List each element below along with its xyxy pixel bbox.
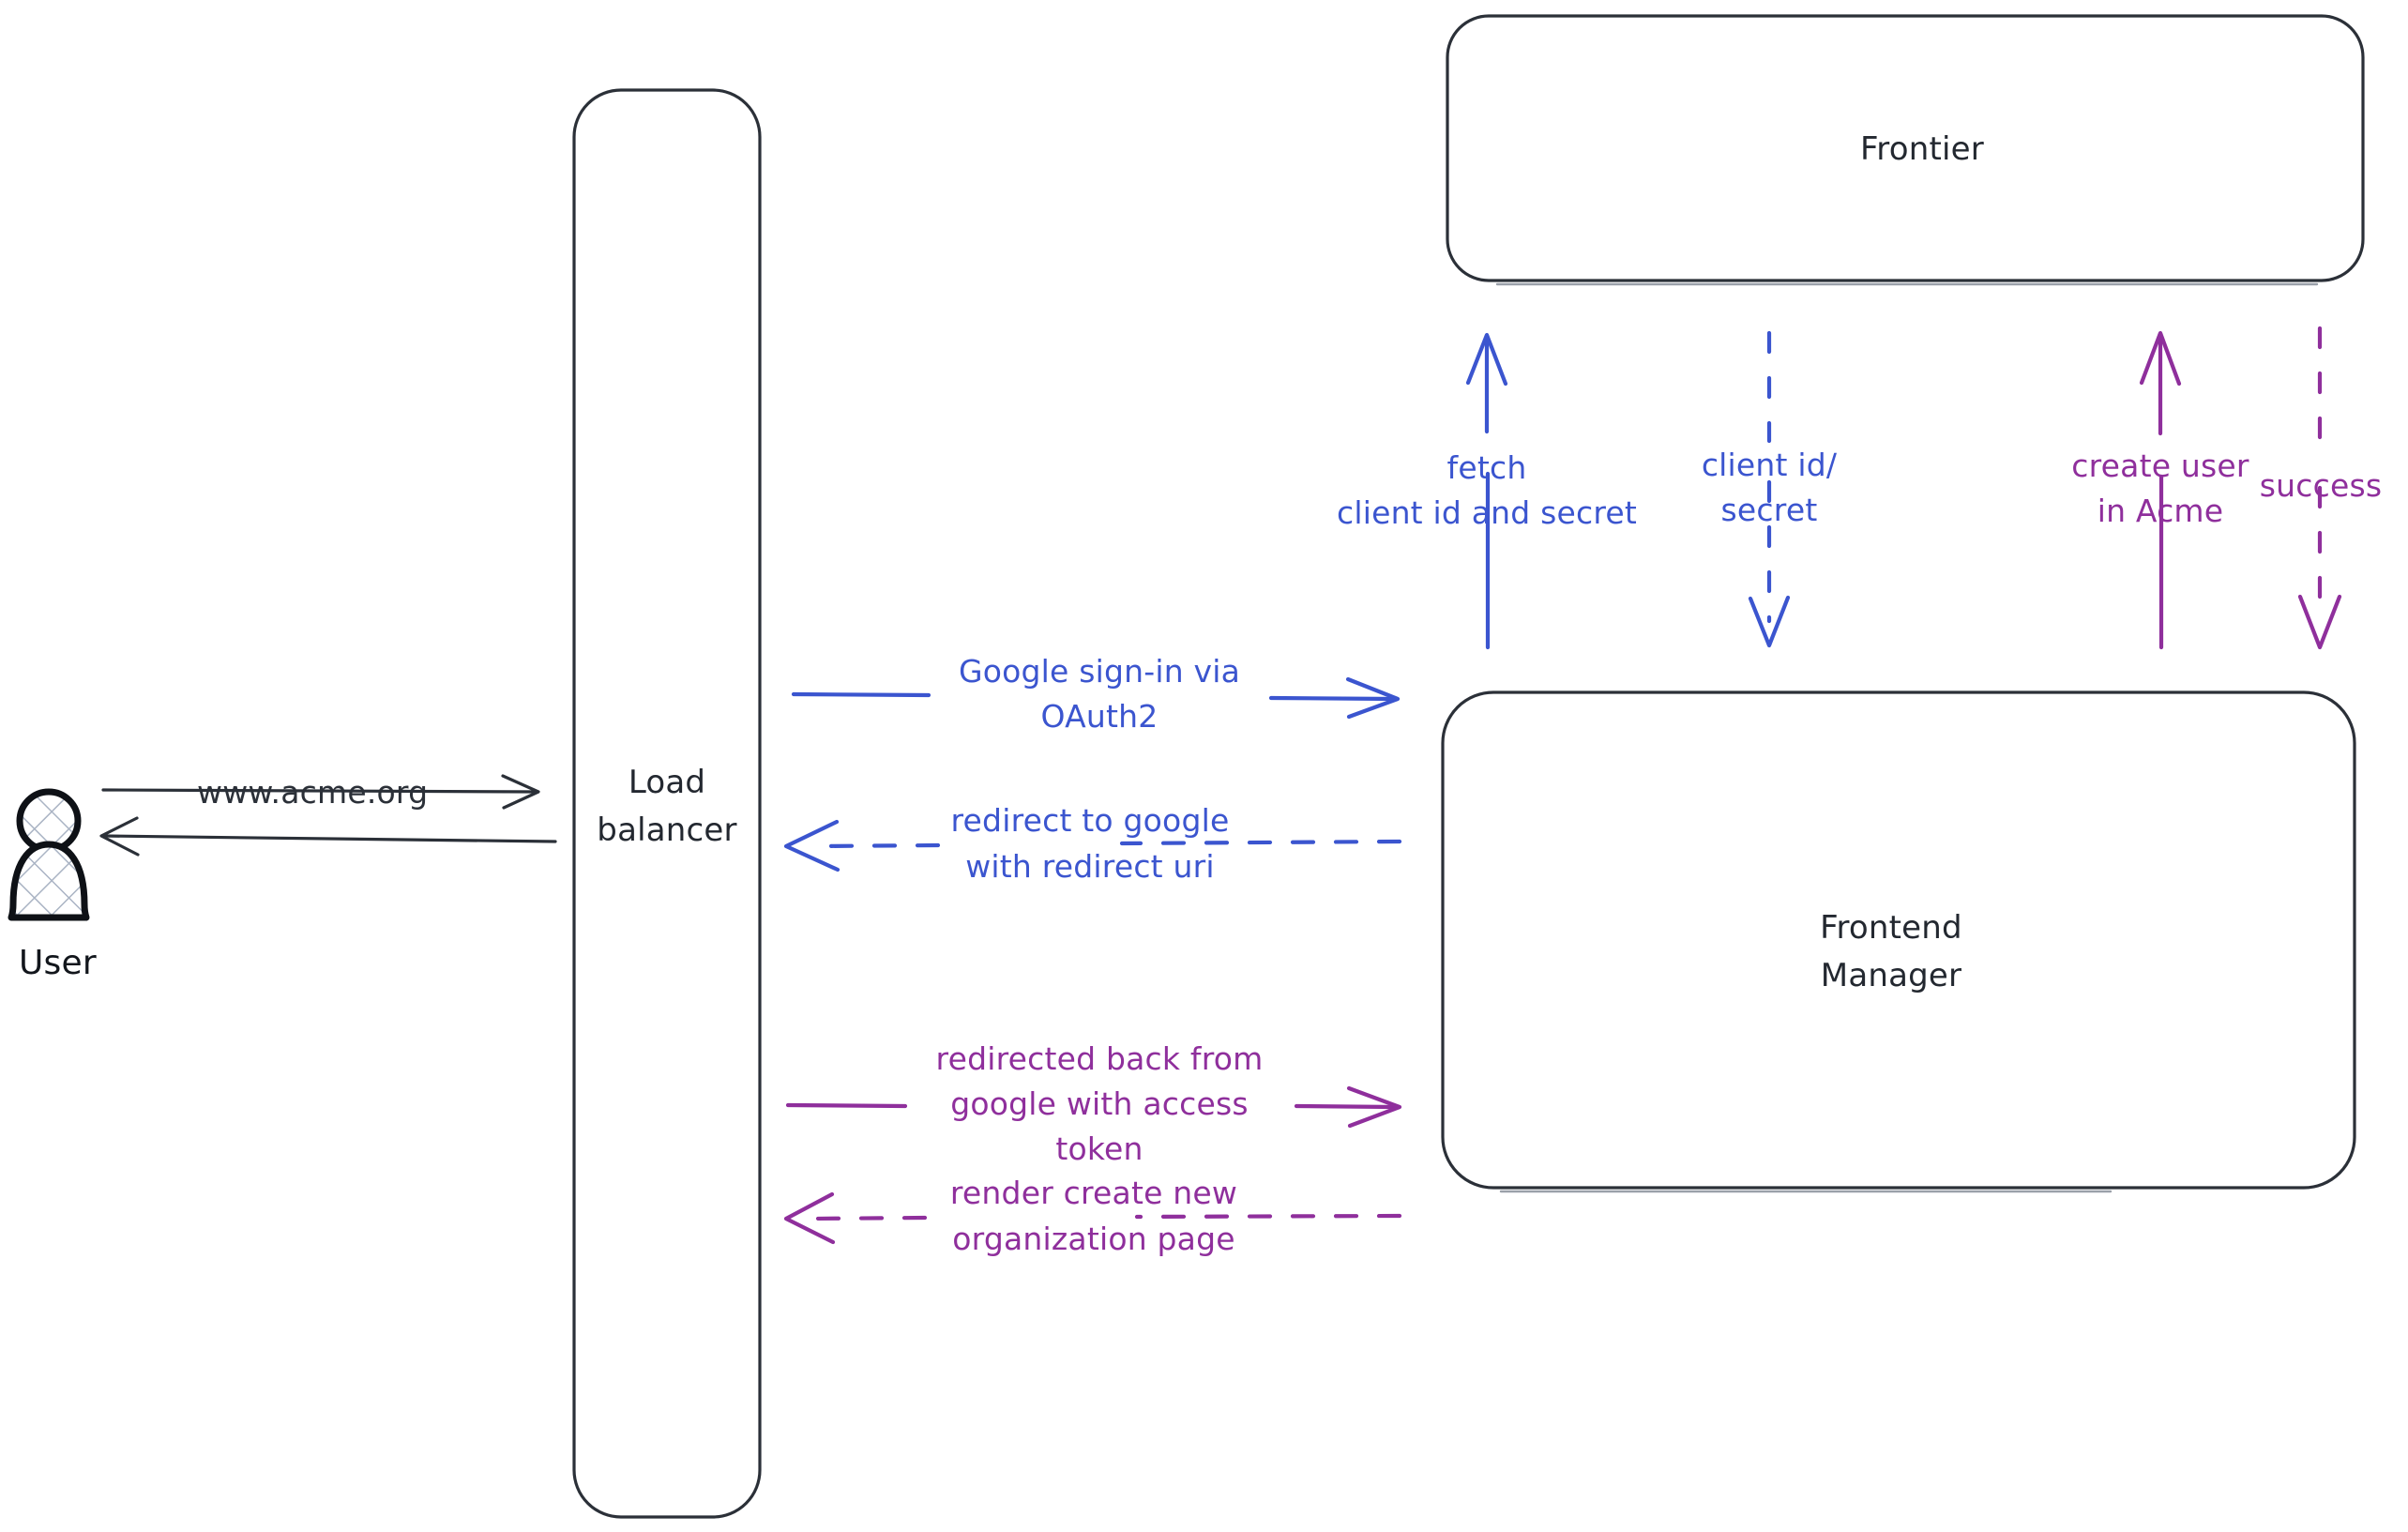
edge-label-create-user-line2: in Acme xyxy=(2098,493,2224,529)
edge-label-token-line3: token xyxy=(1055,1130,1143,1167)
edge-label-token-line1: redirected back from xyxy=(936,1040,1264,1077)
edge-fm-to-lb-render xyxy=(783,1191,1402,1245)
node-frontend-manager-label-line1: Frontend xyxy=(1820,909,1962,947)
edge-label-token-line2: google with access xyxy=(950,1085,1249,1122)
edge-label-render-line2: organization page xyxy=(952,1221,1235,1257)
actor-user-label: User xyxy=(19,944,97,982)
edge-label-fetch-line1: fetch xyxy=(1447,449,1527,486)
edge-label-create-user-line1: create user xyxy=(2071,447,2249,484)
node-frontier-label: Frontier xyxy=(1860,130,1984,168)
edge-lb-to-user xyxy=(99,816,557,857)
edge-label-credentials-line1: client id/ xyxy=(1702,447,1838,483)
node-load-balancer-label-line1: Load xyxy=(629,764,705,801)
edge-lb-to-fm-signin xyxy=(791,676,1401,720)
node-load-balancer-label-line2: balancer xyxy=(597,812,736,849)
user-icon xyxy=(8,788,90,921)
node-load-balancer[interactable] xyxy=(572,88,762,1519)
node-frontier[interactable] xyxy=(1446,14,2365,286)
edge-label-fetch-line2: client id and secret xyxy=(1337,494,1637,531)
edge-label-redirect-line2: with redirect uri xyxy=(965,848,1215,885)
edge-label-signin-line1: Google sign-in via xyxy=(959,653,1240,690)
edge-frontier-to-fm-success xyxy=(2297,326,2342,650)
edge-frontier-to-fm-credentials xyxy=(1748,330,1791,648)
node-frontend-manager[interactable] xyxy=(1441,690,2356,1193)
edge-label-credentials-line2: secret xyxy=(1721,492,1818,528)
edge-label-success: success xyxy=(2260,467,2382,504)
edge-label-user-to-lb: www.acme.org xyxy=(197,774,428,811)
edge-label-render-line1: render create new xyxy=(950,1175,1237,1211)
edge-label-redirect-line1: redirect to google xyxy=(951,802,1230,839)
edge-lb-to-fm-token xyxy=(785,1085,1402,1129)
edge-fm-to-frontier-fetch xyxy=(1465,332,1508,650)
actor-user: User xyxy=(8,788,97,982)
edge-label-signin-line2: OAuth2 xyxy=(1041,698,1159,735)
node-frontend-manager-label-line2: Manager xyxy=(1821,957,1961,994)
edge-fm-to-lb-redirect xyxy=(783,819,1402,872)
edge-fm-to-frontier-create-user xyxy=(2139,330,2182,650)
edge-user-to-lb xyxy=(101,774,540,810)
